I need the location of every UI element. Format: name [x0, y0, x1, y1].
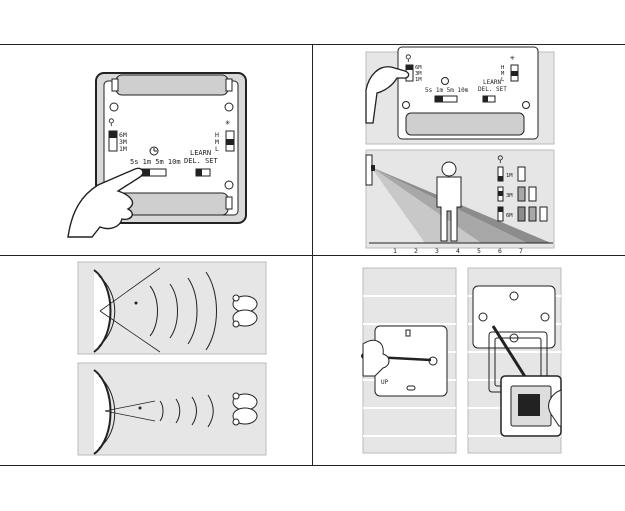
panel-sensor-waves — [0, 256, 312, 465]
battery-top — [116, 75, 228, 95]
legend-1m: 1M — [506, 173, 513, 179]
svg-text:⚲: ⚲ — [108, 118, 115, 128]
del-set-label: DEL. SET — [184, 157, 219, 165]
up-label: UP — [381, 379, 389, 386]
screw-icon — [403, 102, 410, 109]
mounted-plate — [473, 286, 555, 348]
panel-range-adjust: ⚲ 6M 3M 1M ✳ H M L 5s 1m 5m 10m LEARN DE… — [313, 45, 625, 255]
svg-text:⚲: ⚲ — [405, 54, 412, 64]
sun-icon: ✳ — [510, 53, 515, 62]
range-label-1m: 1M — [415, 77, 422, 83]
legend-3m: 3M — [506, 193, 513, 199]
floor-mark: 6 — [498, 247, 502, 255]
range-label-1m: 1M — [119, 145, 127, 153]
floor-mark: 1 — [393, 247, 397, 255]
screw-icon — [225, 181, 233, 189]
screw-icon — [110, 103, 118, 111]
floor-mark: 4 — [456, 247, 460, 255]
screw-icon — [523, 102, 530, 109]
legend-6m: 6M — [506, 213, 513, 219]
floor-mark: 3 — [435, 247, 439, 255]
time-scale-label: 5s 1m 5m 10m — [130, 158, 181, 166]
panel-mounting: UP — [313, 256, 625, 465]
screw-icon — [225, 103, 233, 111]
floor-mark: 7 — [519, 247, 523, 255]
panel-settings-back: ⚲ 6M 3M 1M ✳ H M L 5s 1m 5m 10m LEARN — [0, 45, 312, 255]
svg-text:⚲: ⚲ — [497, 155, 504, 165]
learn-label: LEARN — [483, 79, 501, 86]
sun-icon: ✳ — [225, 118, 231, 128]
device-closeup: ⚲ 6M 3M 1M ✳ H M L 5s 1m 5m 10m LEARN DE… — [398, 47, 538, 139]
del-set-label: DEL. SET — [478, 86, 507, 93]
learn-label: LEARN — [190, 149, 211, 157]
lux-label-l: L — [215, 145, 219, 153]
time-scale-label: 5s 1m 5m 10m — [425, 87, 469, 94]
floor-mark: 2 — [414, 247, 418, 255]
floor-mark: 5 — [477, 247, 481, 255]
